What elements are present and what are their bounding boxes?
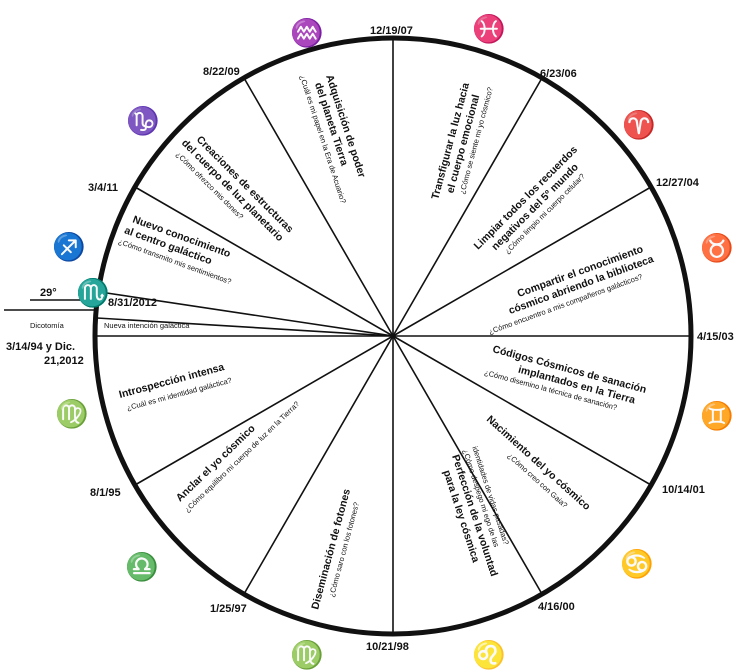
date-lower-right-1: 10/14/01 <box>662 484 705 496</box>
nueva-intencion-label: Nueva intención galáctica <box>104 321 190 330</box>
segment-7-title-1: Anclar el yo cósmico <box>174 423 258 505</box>
segment-3: Códigos Cósmicos de sanación implantados… <box>483 343 647 412</box>
segment-1-title-2: negativos del 5º mundo <box>489 161 581 253</box>
spokes <box>4 38 691 634</box>
aquarius-icon: ♒ <box>290 17 324 49</box>
date-left: 3/14/94 y Dic. <box>6 341 75 353</box>
libra-icon: ♎ <box>125 551 159 583</box>
spoke-lower-right-1 <box>392 335 652 486</box>
spoke-upper-left-2 <box>243 77 394 337</box>
spoke-lower-left-2 <box>134 335 394 486</box>
segment-1: Limpiar todos los recuerdos negativos de… <box>472 144 587 256</box>
taurus-icon: ♉ <box>700 232 734 264</box>
date-lower-right-2: 4/16/00 <box>538 601 575 613</box>
date-upper-left-1: 3/4/11 <box>88 182 118 194</box>
spoke-upper-right-1 <box>392 77 543 337</box>
segment-5: Perfección de la voluntad para la ley có… <box>440 445 510 578</box>
segment-4-title-1: Nacimiento del yo cósmico <box>484 413 593 513</box>
aries-icon: ♈ <box>622 109 656 141</box>
capricorn-icon: ♑ <box>126 105 160 137</box>
pisces-icon: ♓ <box>472 13 506 45</box>
scorpio-icon: ♏ <box>76 277 110 309</box>
spoke-intention-2 <box>96 317 394 337</box>
date-upper-right-2: 12/27/04 <box>656 177 700 189</box>
date-intention: 8/31/2012 <box>108 297 157 309</box>
segment-8: Introspección intensa ¿Cuál es mi identi… <box>118 361 233 412</box>
segment-0: Transfigurar la luz hacia el cuerpo emoc… <box>429 81 495 200</box>
cancer-icon: ♋ <box>620 548 654 580</box>
virgo-icon-left: ♍ <box>55 398 89 430</box>
virgo-icon-bottom: ♍ <box>290 639 324 671</box>
date-lower-left-1: 1/25/97 <box>210 603 247 615</box>
leo-icon: ♌ <box>472 639 506 671</box>
gemini-icon: ♊ <box>700 400 734 432</box>
degree-label: 29° <box>40 287 57 299</box>
dicotomia-label: Dicotomía <box>30 321 65 330</box>
spoke-lower-left-1 <box>243 335 394 595</box>
date-upper-right-1: 6/23/06 <box>540 68 577 80</box>
date-top: 12/19/07 <box>370 25 413 37</box>
segment-10-title-2: del cuerpo de luz planetario <box>179 137 286 244</box>
segment-9: Nuevo conocimiento al centro galáctico ¿… <box>117 214 232 287</box>
date-right: 4/15/03 <box>697 331 734 343</box>
date-upper-left-2: 8/22/09 <box>203 66 240 78</box>
date-bottom: 10/21/98 <box>366 641 409 653</box>
date-lower-left-2: 8/1/95 <box>90 487 121 499</box>
segment-7-question: ¿Cómo equilibro mi cuerpo de luz en la T… <box>183 399 301 514</box>
date-left-2: 21,2012 <box>44 355 84 367</box>
segment-2: Compartir el conocimiento cósmico abrien… <box>487 243 655 336</box>
spoke-upper-left-1 <box>134 186 394 337</box>
sagittarius-icon: ♐ <box>52 231 86 263</box>
spoke-upper-right-2 <box>392 186 652 337</box>
segment-11: Adquisición de poder del planeta Tierra … <box>298 73 368 204</box>
spoke-lower-right-2 <box>392 335 543 595</box>
spoke-intention-1 <box>99 291 394 337</box>
segment-6: Diseminación de fotones ¿Cómo saro con l… <box>309 487 361 610</box>
